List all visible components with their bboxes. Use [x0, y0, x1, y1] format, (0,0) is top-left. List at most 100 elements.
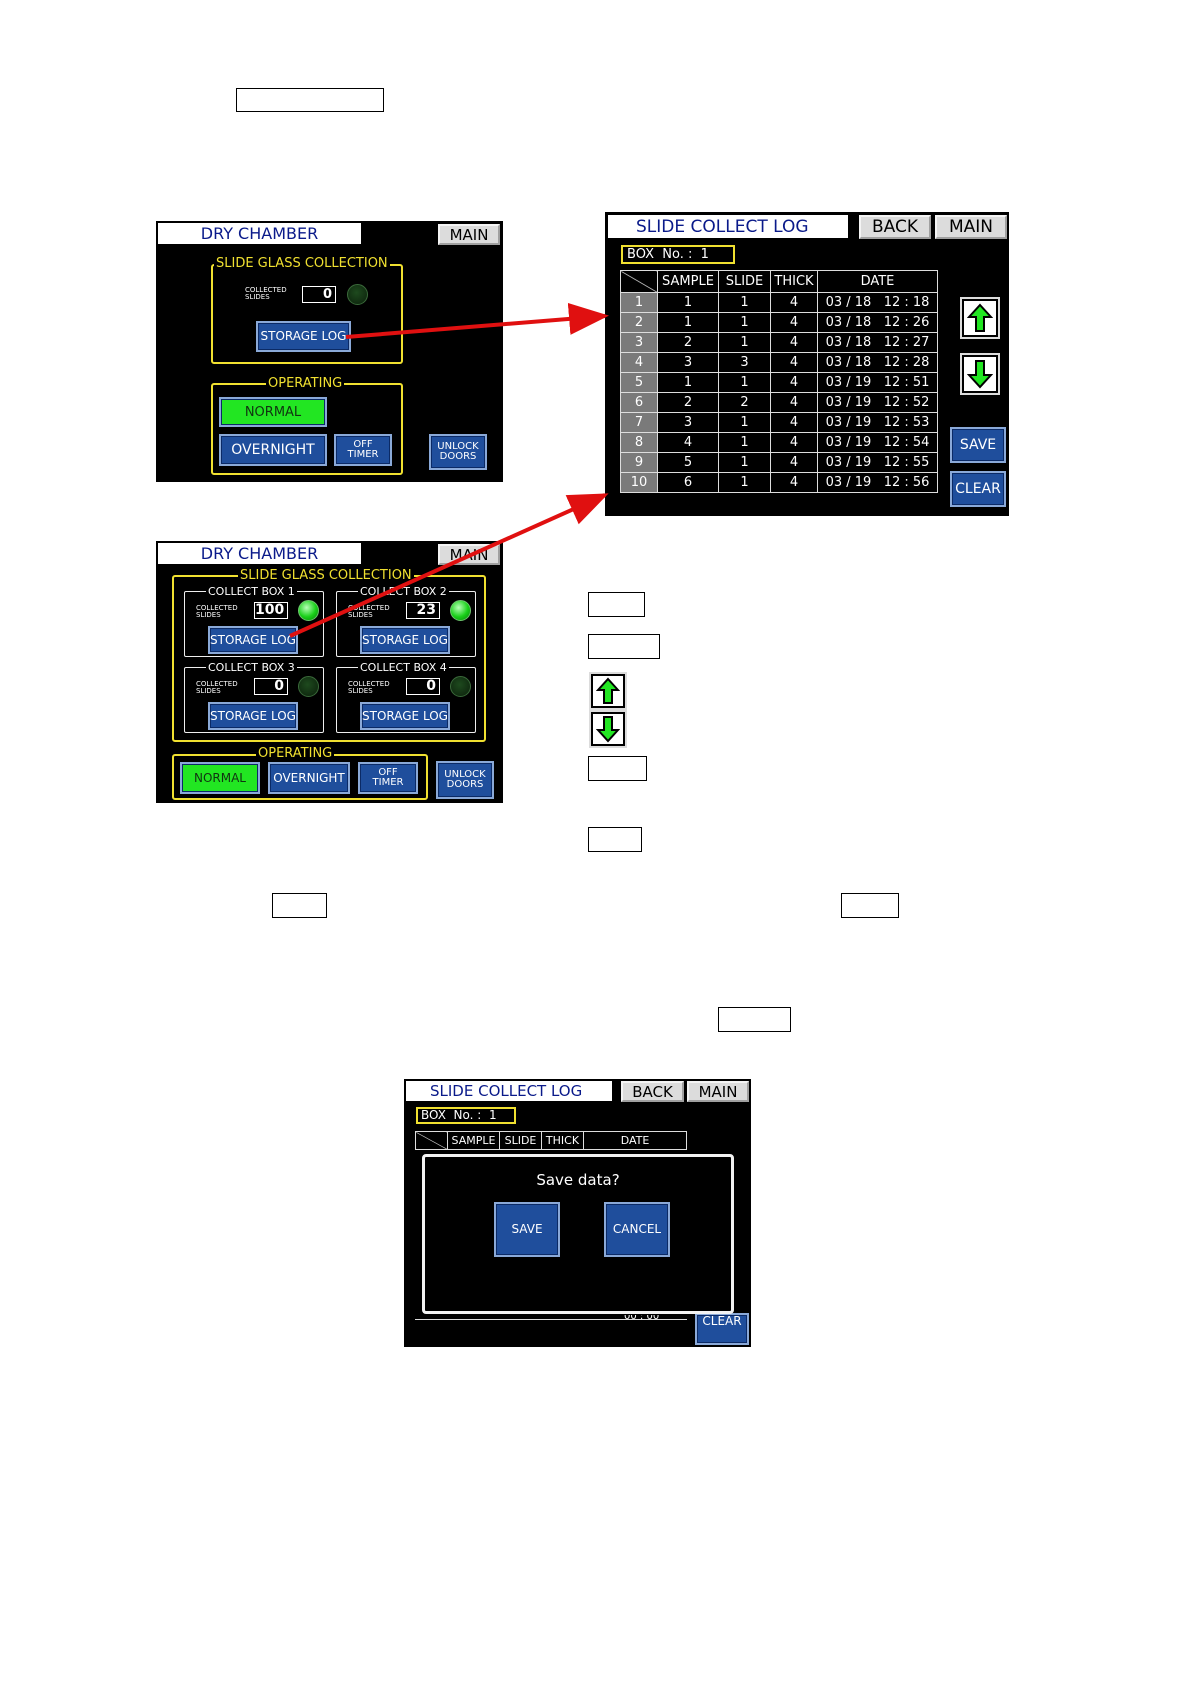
blank-label-box [236, 88, 384, 112]
panel-title: DRY CHAMBER [158, 223, 361, 244]
col-header-sample: SAMPLE [447, 1131, 500, 1150]
clear-button-partial[interactable]: CLEAR [695, 1313, 749, 1345]
corner-cell [415, 1131, 448, 1150]
col-header-date: DATE [817, 270, 938, 293]
blank-label-box [588, 756, 647, 781]
box-number-field: BOX No. : 1 [416, 1107, 516, 1124]
save-button[interactable]: SAVE [950, 427, 1006, 463]
operating-label: OPERATING [256, 746, 335, 761]
scroll-down-button[interactable] [960, 353, 1000, 395]
collect-box-4-storage-log-button[interactable]: STORAGE LOG [360, 702, 450, 730]
date-cell: 03 / 18 12 : 26 [817, 312, 938, 333]
row-number: 7 [620, 412, 658, 433]
collect-box-2-led [450, 600, 471, 621]
arrow-storage-log-to-log [345, 302, 609, 339]
operating-label: OPERATING [266, 376, 345, 391]
up-arrow-icon [967, 303, 993, 332]
legend-up-arrow-icon [589, 672, 627, 710]
dry-chamber-panel-multi: DRY CHAMBER MAIN SLIDE GLASS COLLECTION … [156, 541, 503, 803]
col-header-sample: SAMPLE [657, 270, 719, 293]
partial-date-text: 00 : 00 [624, 1315, 660, 1322]
back-button[interactable]: BACK [859, 215, 931, 239]
date-cell: 03 / 19 12 : 56 [817, 472, 938, 493]
row-number: 5 [620, 372, 658, 393]
blank-label-box [272, 893, 327, 918]
legend-down-arrow-icon [589, 710, 627, 748]
slide-collect-log-panel: SLIDE COLLECT LOG BACK MAIN BOX No. : 1 … [605, 212, 1009, 516]
collect-box-4-count: 0 [406, 678, 440, 695]
collect-box-3-count: 0 [254, 678, 288, 695]
date-cell: 03 / 19 12 : 55 [817, 452, 938, 473]
back-button[interactable]: BACK [621, 1081, 684, 1102]
collect-box-4-label: COLLECT BOX 4 [358, 661, 449, 674]
dialog-cancel-button[interactable]: CANCEL [604, 1202, 670, 1257]
collect-box-2-count: 23 [406, 602, 440, 619]
box-number-field: BOX No. : 1 [621, 245, 735, 264]
save-dialog-panel: SLIDE COLLECT LOG BACK MAIN BOX No. : 1 … [404, 1079, 751, 1347]
down-arrow-icon [967, 360, 993, 389]
collect-box-3-storage-log-button[interactable]: STORAGE LOG [208, 702, 298, 730]
date-cell: 03 / 18 12 : 28 [817, 352, 938, 373]
log-table-header: SAMPLE SLIDE THICK DATE [415, 1131, 687, 1150]
hidden-row-strip [415, 1319, 687, 1326]
scroll-up-button[interactable] [960, 297, 1000, 339]
overnight-button[interactable]: OVERNIGHT [268, 762, 350, 794]
dialog-prompt: Save data? [536, 1171, 620, 1189]
normal-button[interactable]: NORMAL [180, 762, 260, 794]
collect-box-1-count: 100 [254, 602, 288, 619]
collect-box-2-storage-log-button[interactable]: STORAGE LOG [360, 626, 450, 654]
collect-box-1-label: COLLECT BOX 1 [206, 585, 297, 598]
normal-button[interactable]: NORMAL [219, 397, 327, 427]
date-cell: 03 / 19 12 : 53 [817, 412, 938, 433]
collect-box-1-led [298, 600, 319, 621]
col-header-thick: THICK [541, 1131, 584, 1150]
arrow-box1-storage-log-to-log [289, 493, 609, 638]
corner-cell [620, 270, 658, 293]
slide-cell: 1 [718, 472, 771, 493]
dialog-save-button[interactable]: SAVE [494, 1202, 560, 1257]
blank-label-box [588, 592, 645, 617]
status-led [347, 284, 368, 305]
log-title: SLIDE COLLECT LOG [608, 215, 848, 238]
dry-chamber-panel-single: DRY CHAMBER MAIN SLIDE GLASS COLLECTION … [156, 221, 503, 482]
collect-box-4-led [450, 676, 471, 697]
main-button[interactable]: MAIN [438, 224, 500, 245]
log-title: SLIDE COLLECT LOG [406, 1081, 612, 1101]
collected-count: 0 [302, 286, 336, 303]
clear-button[interactable]: CLEAR [950, 471, 1006, 507]
blank-label-box [718, 1007, 791, 1032]
date-cell: 03 / 18 12 : 18 [817, 292, 938, 313]
section-label: SLIDE GLASS COLLECTION [238, 568, 414, 583]
panel-title: DRY CHAMBER [158, 543, 361, 564]
section-label: SLIDE GLASS COLLECTION [214, 256, 390, 271]
main-button[interactable]: MAIN [935, 215, 1007, 239]
collect-box-3-led [298, 676, 319, 697]
blank-label-box [841, 893, 899, 918]
overnight-button[interactable]: OVERNIGHT [219, 434, 327, 466]
row-number: 1 [620, 292, 658, 313]
collect-box-1-storage-log-button[interactable]: STORAGE LOG [208, 626, 298, 654]
storage-log-button[interactable]: STORAGE LOG [256, 321, 351, 352]
date-cell: 03 / 19 12 : 51 [817, 372, 938, 393]
save-confirm-dialog [422, 1154, 734, 1314]
main-button[interactable]: MAIN [687, 1081, 749, 1102]
blank-label-box [588, 827, 642, 852]
